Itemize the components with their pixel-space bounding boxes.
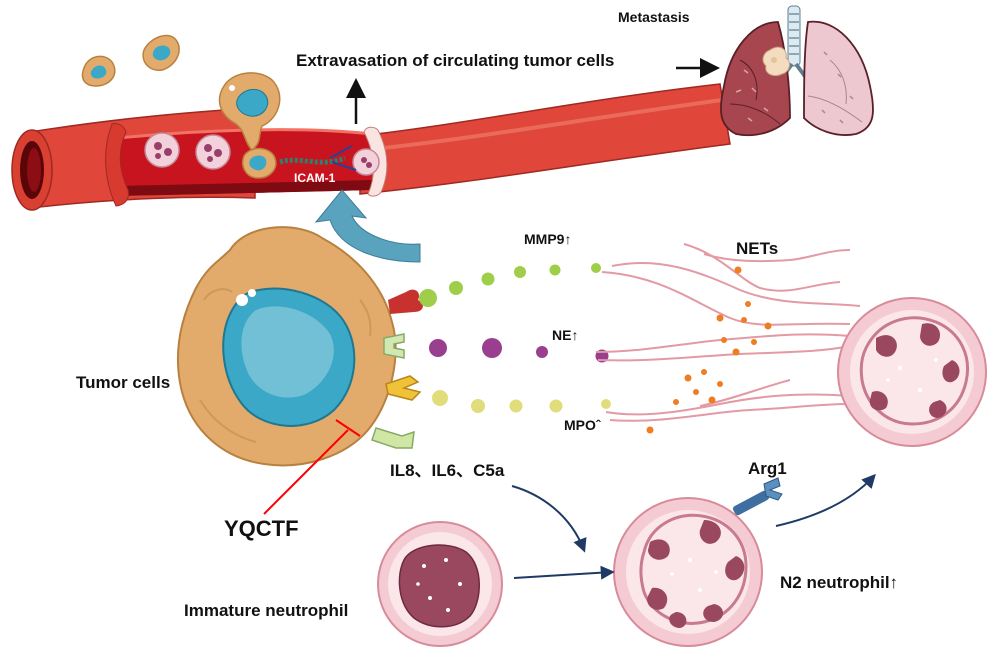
secretion-curved-arrow (314, 189, 421, 263)
blood-vessel (11, 83, 731, 211)
metastasis-label: Metastasis (618, 9, 690, 25)
maturation-arrow (513, 565, 615, 580)
mpo-granule-row (432, 390, 611, 413)
receptors (371, 289, 423, 449)
cytokines-label: IL8、IL6、C5a (390, 461, 505, 480)
lungs-icon (720, 5, 874, 137)
nets-fibers (595, 243, 861, 422)
n2-neutrophil-cell (613, 477, 783, 647)
ne-granule-row (429, 338, 609, 363)
cytokine-induction-arrow (511, 485, 587, 553)
ne-label: NE↑ (552, 327, 579, 343)
mpo-label: MPOˆ (564, 417, 601, 433)
mmp9-granule-row (419, 263, 601, 307)
immature-neutrophil-cell (377, 521, 503, 647)
tumor-cells-label: Tumor cells (76, 373, 171, 392)
yqctf-inhibition-bar (335, 419, 361, 437)
n2-neutrophil-label: N2 neutrophil↑ (780, 573, 899, 592)
nets-label: NETs (736, 239, 779, 258)
immature-neutrophil-label: Immature neutrophil (184, 601, 349, 620)
nets-formation-arrow (775, 473, 876, 527)
extravasation-label: Extravasation of circulating tumor cells (296, 51, 615, 70)
yqctf-inhibition-line (263, 429, 349, 515)
arg1-label: Arg1 (748, 459, 787, 478)
yqctf-label: YQCTF (224, 516, 299, 541)
circulating-tumor-cells (81, 34, 281, 179)
nets-neutrophil-cell (837, 297, 987, 447)
mmp9-label: MMP9↑ (524, 231, 572, 247)
icam-label: ICAM-1 (294, 171, 336, 185)
nets-dots (646, 266, 772, 434)
tumor-cell (176, 226, 397, 467)
